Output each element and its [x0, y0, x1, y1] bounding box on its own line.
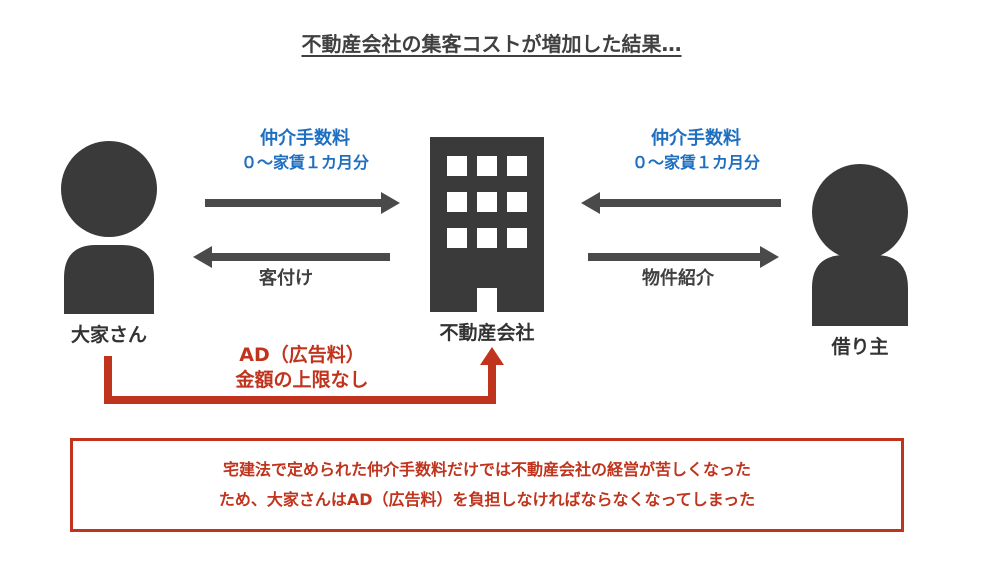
diagram-title: 不動産会社の集客コストが増加した結果…: [0, 28, 983, 57]
left-fee-title: 仲介手数料: [260, 128, 350, 149]
ad-label: AD（広告料） 金額の上限なし: [192, 343, 412, 393]
property-introduction-label: 物件紹介: [642, 268, 714, 289]
customer-attraction-label: 客付け: [259, 268, 313, 289]
note-box: 宅建法で定められた仲介手数料だけでは不動産会社の経営が苦しくなった ため、大家さ…: [70, 438, 904, 532]
right-fee-label: 仲介手数料 ０〜家賃１カ月分: [596, 127, 796, 175]
ad-limit: 金額の上限なし: [235, 369, 369, 391]
right-fee-range: ０〜家賃１カ月分: [631, 153, 760, 172]
tenant-label: 借り主: [831, 336, 889, 358]
right-fee-title: 仲介手数料: [651, 128, 741, 149]
arrow-tenant-to-agency: [581, 192, 781, 214]
note-line-2: ため、大家さんはAD（広告料）を負担しなければならなくなってしまった: [218, 490, 756, 509]
building-icon: [430, 137, 544, 312]
left-fee-range: ０〜家賃１カ月分: [240, 153, 369, 172]
arrow-landlord-to-agency: [205, 192, 400, 214]
agency-label: 不動産会社: [439, 322, 535, 344]
tenant-person-icon: [812, 164, 908, 326]
arrow-agency-to-landlord: [193, 246, 390, 268]
left-fee-label: 仲介手数料 ０〜家賃１カ月分: [205, 127, 405, 175]
arrow-agency-to-tenant: [588, 246, 779, 268]
ad-title: AD（広告料）: [239, 344, 365, 366]
arrow-ad-landlord-to-agency: [104, 347, 504, 404]
landlord-person-icon: [61, 141, 157, 314]
diagram-title-text: 不動産会社の集客コストが増加した結果…: [301, 32, 682, 56]
note-line-1: 宅建法で定められた仲介手数料だけでは不動産会社の経営が苦しくなった: [222, 460, 751, 479]
landlord-label: 大家さん: [70, 324, 147, 346]
